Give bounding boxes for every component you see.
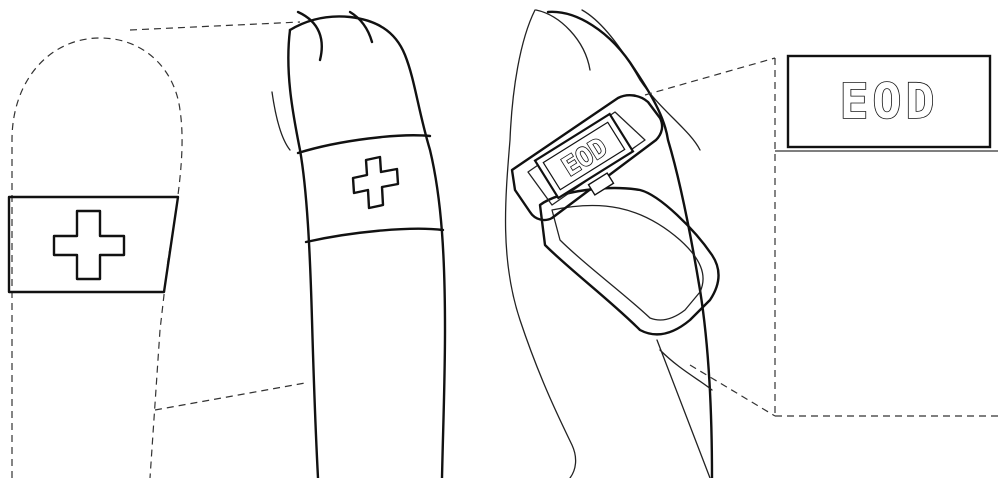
arm-with-armband-view <box>272 12 445 478</box>
armband-pouch <box>540 188 719 334</box>
connector-top-left <box>130 22 300 30</box>
eod-patch-small: EOD <box>535 114 633 198</box>
back-contour <box>272 92 290 150</box>
shoulder-pouch-view: EOD <box>506 10 719 478</box>
elbow-line <box>660 350 712 390</box>
shoulder-outline <box>506 10 590 478</box>
worn-armband-top <box>298 135 430 153</box>
eod-patch-large-text: EOD <box>840 74 939 130</box>
plus-cross-icon <box>353 157 398 208</box>
plus-cross-icon <box>54 211 124 279</box>
arm-right-outline <box>548 12 712 478</box>
connector-bottom-right <box>690 365 775 416</box>
arm-outline-dashed <box>12 38 182 478</box>
arm-top-outline <box>290 16 445 478</box>
connector-bottom-left <box>155 383 305 410</box>
connector-top-right <box>645 58 775 95</box>
worn-armband-bottom <box>306 229 443 242</box>
flat-armband-view <box>9 22 305 478</box>
arm-front-outline <box>288 12 321 478</box>
sleeve-line <box>657 340 710 478</box>
pouch-inner-edge <box>552 205 703 319</box>
